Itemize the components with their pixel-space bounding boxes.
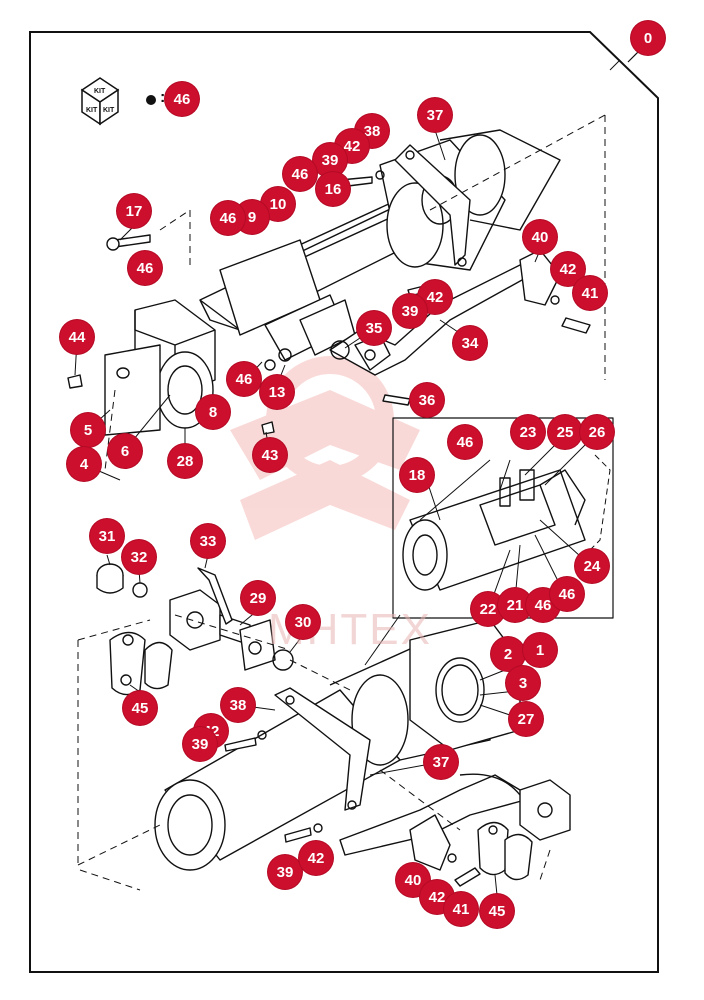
kit-bullet [146,95,156,105]
callout-17[interactable]: 17 [117,194,151,228]
grease-fittings [67,374,275,435]
callout-46-g[interactable]: 46 [550,577,584,611]
o-ring-30 [272,649,294,671]
callout-4[interactable]: 4 [67,447,101,481]
callout-43[interactable]: 43 [253,438,287,472]
callout-26[interactable]: 26 [580,415,614,449]
bolts-lower [224,730,481,887]
callout-16[interactable]: 16 [316,172,350,206]
callout-45-bot[interactable]: 45 [480,894,514,928]
callout-41-top[interactable]: 41 [573,276,607,310]
callout-39-bot[interactable]: 39 [268,855,302,889]
rod-end-bushing [104,344,214,436]
callout-41-bot[interactable]: 41 [444,892,478,926]
o-ring-32 [132,582,148,598]
kit-box-icon: KIT KIT KIT [80,77,120,126]
callout-18[interactable]: 18 [400,458,434,492]
callout-3[interactable]: 3 [506,666,540,700]
lower-clamp [274,687,371,811]
callout-31[interactable]: 31 [90,519,124,553]
callout-2[interactable]: 2 [491,637,525,671]
callout-25[interactable]: 25 [548,415,582,449]
lower-pipe-clamp [409,814,451,871]
callout-37-top[interactable]: 37 [418,98,452,132]
callout-30[interactable]: 30 [286,605,320,639]
callout-32[interactable]: 32 [122,540,156,574]
split-flange-left [109,631,173,696]
callout-46-c[interactable]: 46 [128,251,162,285]
callout-13[interactable]: 13 [260,375,294,409]
svg-text:KIT: KIT [86,107,98,114]
callout-29[interactable]: 29 [241,581,275,615]
split-flange-right [477,821,533,881]
callout-35[interactable]: 35 [357,311,391,345]
callout-39-top[interactable]: 39 [313,143,347,177]
o-ring-35 [330,340,350,360]
callout-28[interactable]: 28 [168,444,202,478]
plug-31 [96,563,124,594]
callout-46-kit[interactable]: 46 [165,82,199,116]
callout-42-bot[interactable]: 42 [299,841,333,875]
pipe-fitting-block-right [519,779,571,841]
callout-38-low[interactable]: 38 [221,688,255,722]
callout-46-b[interactable]: 46 [211,201,245,235]
kit-colon: : [160,89,166,106]
inset-piston [402,469,586,591]
callout-27[interactable]: 27 [509,702,543,736]
svg-text:KIT: KIT [94,88,106,95]
callout-39-b[interactable]: 39 [393,294,427,328]
callout-6[interactable]: 6 [108,434,142,468]
callout-39-low[interactable]: 39 [183,727,217,761]
callout-40-top[interactable]: 40 [523,220,557,254]
callout-34[interactable]: 34 [453,326,487,360]
callout-0[interactable]: 0 [631,21,665,55]
svg-text:KIT: KIT [103,107,115,114]
callout-24[interactable]: 24 [575,549,609,583]
upper-clamp [394,144,471,267]
callout-45-left[interactable]: 45 [123,691,157,725]
callout-46-d[interactable]: 46 [227,362,261,396]
callout-8[interactable]: 8 [196,395,230,429]
callout-44[interactable]: 44 [60,320,94,354]
callout-23[interactable]: 23 [511,415,545,449]
callout-37-low[interactable]: 37 [424,745,458,779]
diagram-frame [29,31,659,973]
detail-inset-frame [392,417,614,619]
callout-5[interactable]: 5 [71,413,105,447]
callout-46-a[interactable]: 46 [283,157,317,191]
callout-46-e[interactable]: 46 [448,425,482,459]
callout-1[interactable]: 1 [523,633,557,667]
bolt-33 [197,567,233,625]
callout-33[interactable]: 33 [191,524,225,558]
callout-36[interactable]: 36 [410,383,444,417]
